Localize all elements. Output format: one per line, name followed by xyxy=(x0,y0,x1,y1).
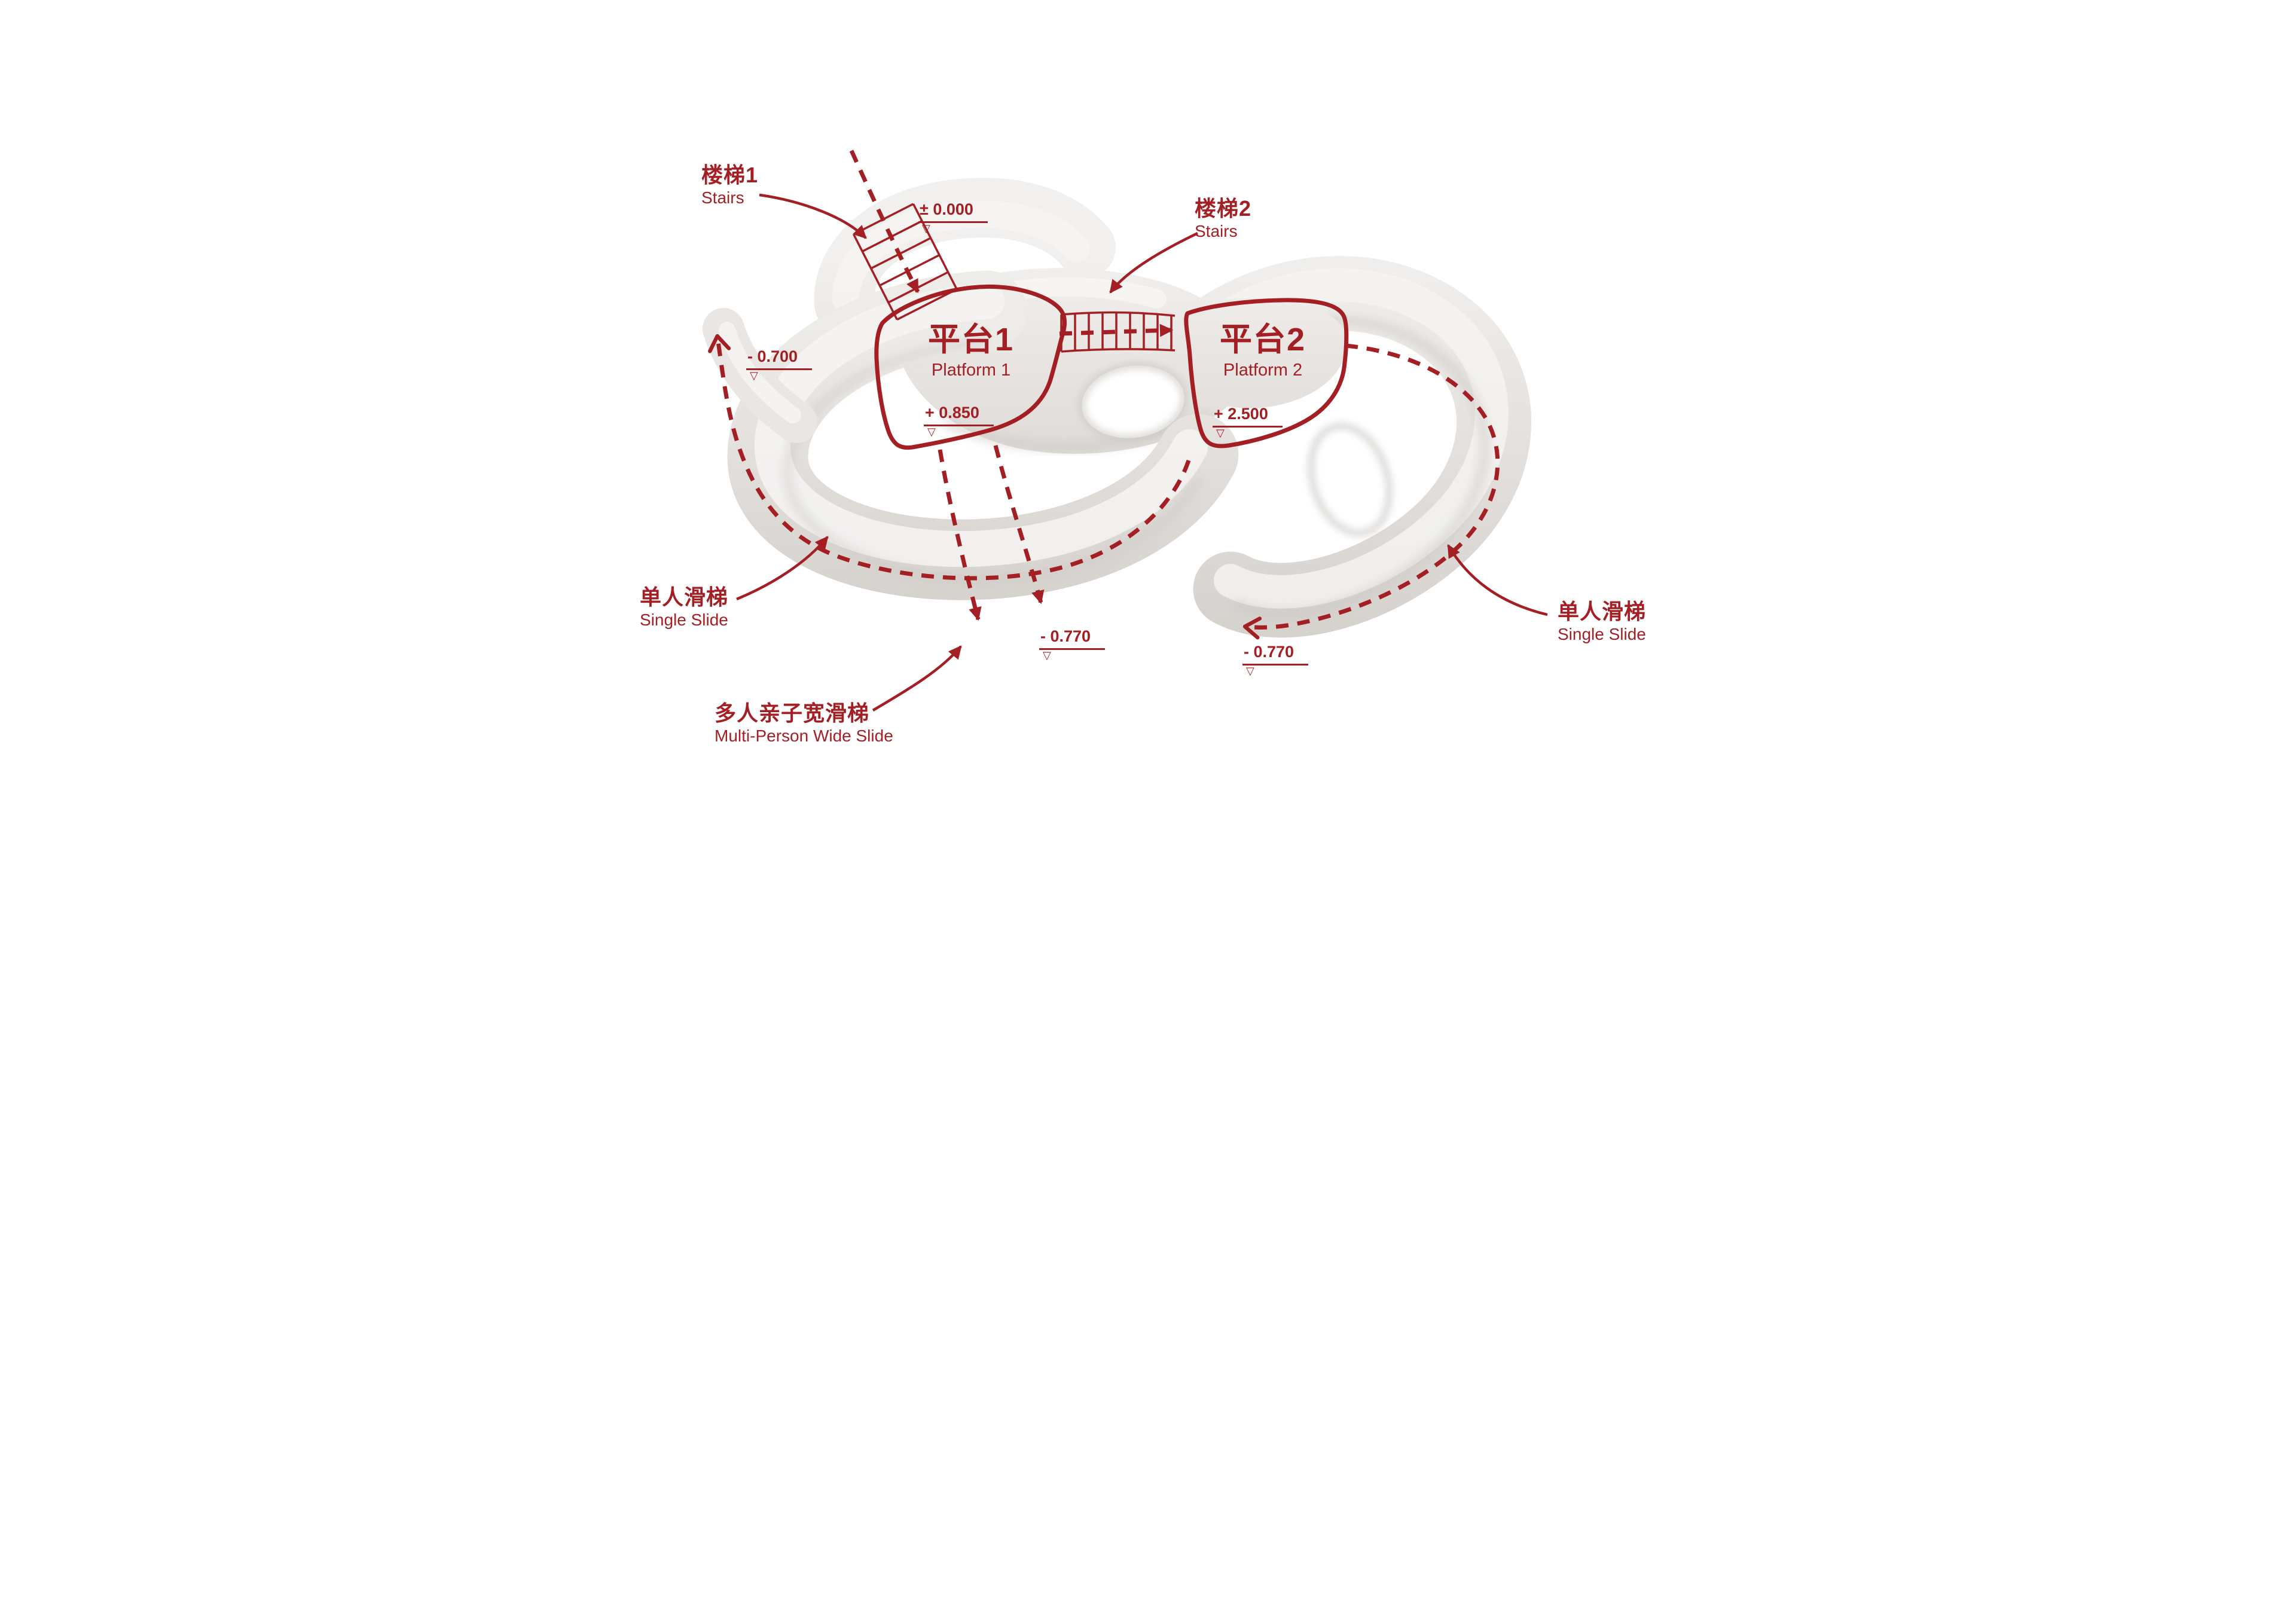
callout-arrow-left-slide xyxy=(736,536,829,601)
level-triangle-icon: ▽ xyxy=(927,425,936,438)
label-platform2: 平台2 Platform 2 xyxy=(1220,323,1306,380)
level-right-runout-value: - 0.770 xyxy=(1242,643,1309,666)
callout-arrow-stairs1 xyxy=(759,193,867,239)
callout-stairs2-en: Stairs xyxy=(1195,222,1238,241)
level-platform1: + 0.850 ▽ xyxy=(924,404,994,437)
level-center-runout-value: - 0.770 xyxy=(1039,627,1106,650)
stairs2-path xyxy=(1059,323,1174,337)
diagram-canvas: 楼梯1 Stairs 楼梯2 Stairs 平台1 Platform 1 平台2… xyxy=(574,0,1722,812)
level-triangle-icon: ▽ xyxy=(750,369,758,381)
single-slide-left-en: Single Slide xyxy=(640,610,728,630)
callout-arrow-wide-slide xyxy=(872,645,962,712)
level-center-runout: - 0.770 ▽ xyxy=(1039,627,1106,661)
wide-slide-path-b xyxy=(993,445,1045,605)
callout-stairs2-zh: 楼梯2 xyxy=(1195,196,1252,221)
callout-stairs1: 楼梯1 Stairs xyxy=(701,163,758,208)
wide-slide-path-a xyxy=(938,449,982,621)
level-platform2: + 2.500 ▽ xyxy=(1213,405,1283,438)
platform1-outline xyxy=(874,284,1067,450)
level-triangle-icon: ▽ xyxy=(922,222,930,234)
single-slide-path-right xyxy=(1242,343,1500,640)
annotation-overlay xyxy=(708,149,1548,712)
level-triangle-icon: ▽ xyxy=(1246,664,1254,677)
callout-arrow-right-slide xyxy=(1447,544,1548,616)
platform2-zh: 平台2 xyxy=(1219,322,1306,358)
callout-stairs1-en: Stairs xyxy=(701,188,744,207)
wide-slide-en: Multi-Person Wide Slide xyxy=(715,726,893,746)
platform2-en: Platform 2 xyxy=(1223,360,1303,380)
platform1-en: Platform 1 xyxy=(931,360,1011,380)
level-triangle-icon: ▽ xyxy=(1216,426,1225,439)
platform1-zh: 平台1 xyxy=(927,322,1015,358)
stairs1-path xyxy=(849,149,920,294)
callout-stairs2: 楼梯2 Stairs xyxy=(1195,196,1251,242)
level-platform2-value: + 2.500 xyxy=(1213,405,1283,428)
callout-single-slide-right: 单人滑梯 Single Slide xyxy=(1558,599,1646,645)
callout-stairs1-zh: 楼梯1 xyxy=(701,163,759,187)
wide-slide-zh: 多人亲子宽滑梯 xyxy=(715,701,870,725)
single-slide-right-zh: 单人滑梯 xyxy=(1558,599,1647,624)
label-platform1: 平台1 Platform 1 xyxy=(928,323,1014,380)
level-datum-value: ± 0.000 xyxy=(918,200,988,223)
callout-wide-slide: 多人亲子宽滑梯 Multi-Person Wide Slide xyxy=(715,701,893,746)
single-slide-left-zh: 单人滑梯 xyxy=(640,585,729,609)
level-right-runout: - 0.770 ▽ xyxy=(1242,643,1309,677)
callout-single-slide-left: 单人滑梯 Single Slide xyxy=(640,585,728,630)
level-triangle-icon: ▽ xyxy=(1043,649,1051,661)
callout-arrow-stairs2 xyxy=(1109,231,1198,294)
level-platform1-value: + 0.850 xyxy=(924,404,994,426)
single-slide-path-left xyxy=(708,334,1191,581)
level-datum: ± 0.000 ▽ xyxy=(918,200,988,234)
level-left-runout-value: - 0.700 xyxy=(746,347,813,370)
single-slide-right-en: Single Slide xyxy=(1558,625,1646,644)
level-left-runout: - 0.700 ▽ xyxy=(746,347,813,381)
platform2-outline xyxy=(1184,298,1349,448)
